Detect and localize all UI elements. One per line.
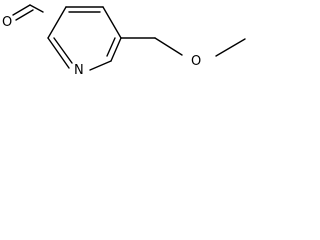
ring-bond-c2-n1-inner [53,37,73,64]
methoxymethyl-group: O [120,37,246,69]
ring-bond-c3-c2 [47,6,67,39]
ring-bond-c6-c5 [110,37,122,62]
aldehyde-carbonyl-bond-inner [15,9,34,21]
aldehyde-ring-bond [29,4,44,13]
methylene-to-oxygen-bond [154,37,183,56]
ring-bond-c2-n1 [47,37,70,69]
ring-nitrogen-label: N [74,63,84,78]
aldehyde-carbonyl-bond-outer [12,4,31,16]
ether-oxygen-label: O [191,54,201,69]
aldehyde-group: O [2,4,44,30]
ring-bond-c4-c5 [102,6,122,39]
aldehyde-oxygen-label: O [2,15,12,30]
ring-bond-n1-c6 [89,60,112,71]
oxygen-to-methyl-bond [215,38,246,57]
pyridine-ring: N [47,6,122,78]
chemical-structure-diagram: O N O [2,4,246,78]
ring-bond-c6-c5-inner [106,37,116,57]
